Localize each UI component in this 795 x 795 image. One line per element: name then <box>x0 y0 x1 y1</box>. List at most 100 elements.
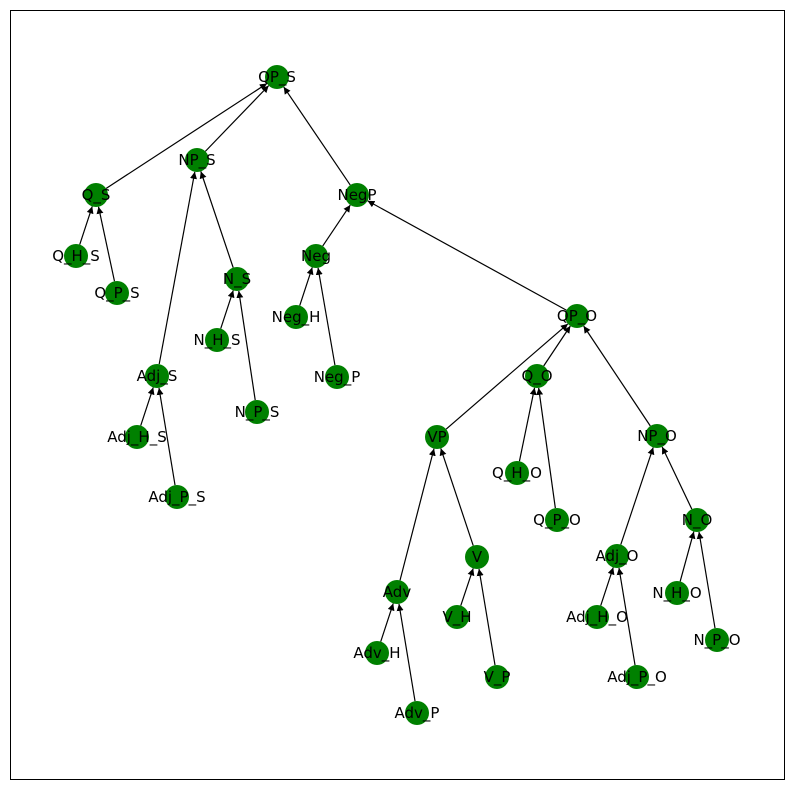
node-label-q-p-o: Q_P_O <box>533 511 581 530</box>
edge-q-h-s-to-q-s <box>79 206 94 245</box>
node-label-adj-p-o: Adj_P_O <box>607 668 667 687</box>
edge-n-p-s-to-n-s <box>236 290 256 401</box>
edge-v-h-to-v <box>460 568 475 606</box>
node-label-n-s: N_S <box>223 270 251 289</box>
node-label-np-o: NP_O <box>637 427 677 446</box>
node-label-n-h-s: N_H_S <box>193 331 240 350</box>
node-adj-p-s <box>165 485 189 509</box>
node-neg-p <box>325 365 349 389</box>
node-label-n-p-o: N_P_O <box>693 631 740 650</box>
node-v <box>465 545 489 569</box>
edge-np-o-to-qp-o <box>583 325 651 427</box>
node-q-h-s <box>64 244 88 268</box>
node-negp <box>345 183 369 207</box>
node-label-q-o: Q_O <box>521 367 552 386</box>
edge-q-h-o-to-q-o <box>518 387 537 462</box>
node-q-p-s <box>105 281 129 305</box>
edge-qp-o-to-negp <box>367 200 567 311</box>
node-label-adj-s: Adj_S <box>137 367 178 386</box>
node-neg <box>304 244 328 268</box>
node-v-p <box>485 665 509 689</box>
edge-n-h-s-to-n-s <box>220 290 235 329</box>
node-q-h-o <box>505 461 529 485</box>
node-label-vp: VP <box>427 428 446 446</box>
node-n-h-o <box>665 581 689 605</box>
node-label-v: V <box>472 548 483 566</box>
node-adj-p-o <box>625 665 649 689</box>
node-adj-h-o <box>585 605 609 629</box>
node-np-o <box>645 424 669 448</box>
edges-layer <box>79 83 716 702</box>
node-v-h <box>445 605 469 629</box>
edge-n-o-to-np-o <box>661 446 693 510</box>
node-label-q-p-s: Q_P_S <box>94 284 139 303</box>
edge-adj-p-s-to-adj-s <box>156 387 176 486</box>
edge-adj-s-to-np-s <box>158 171 197 365</box>
node-label-n-p-s: N_P_S <box>235 403 280 422</box>
edge-adj-h-s-to-adj-s <box>140 387 155 426</box>
node-label-neg-p: Neg_P <box>314 368 361 387</box>
edge-vp-to-qp-o <box>445 323 569 430</box>
edge-adv-to-vp <box>399 448 436 581</box>
node-qp-s <box>265 65 289 89</box>
node-label-n-h-o: N_H_O <box>652 584 701 603</box>
edge-neg-h-to-neg <box>299 267 314 306</box>
edge-n-s-to-np-s <box>199 171 234 268</box>
edge-np-s-to-qp-s <box>204 85 270 152</box>
node-np-s <box>185 148 209 172</box>
node-label-q-h-o: Q_H_O <box>492 464 542 483</box>
node-adv <box>385 580 409 604</box>
edge-v-to-vp <box>439 448 474 546</box>
node-label-v-p: V_P <box>484 668 511 687</box>
edge-adj-o-to-np-o <box>620 447 655 545</box>
node-adj-h-s <box>125 425 149 449</box>
edge-negp-to-qp-s <box>283 86 351 186</box>
edge-adv-h-to-adv <box>380 603 395 642</box>
node-label-neg-h: Neg_H <box>272 308 321 327</box>
node-label-qp-s: QP_S <box>258 68 296 87</box>
node-label-q-h-s: Q_H_S <box>52 247 100 266</box>
node-label-neg: Neg <box>301 247 331 265</box>
node-label-n-o: N_O <box>682 511 713 530</box>
edge-adv-p-to-adv <box>396 603 416 702</box>
node-q-o <box>525 364 549 388</box>
node-neg-h <box>284 305 308 329</box>
edge-adj-p-o-to-adj-o <box>616 567 636 666</box>
edge-neg-to-negp <box>322 204 351 247</box>
node-n-p-s <box>245 400 269 424</box>
node-label-adj-h-s: Adj_H_S <box>107 428 167 447</box>
nodes-layer <box>64 65 729 725</box>
node-label-adj-o: Adj_O <box>596 547 639 566</box>
node-q-s <box>84 183 108 207</box>
edge-q-o-to-qp-o <box>543 325 571 367</box>
node-label-adv: Adv <box>383 583 412 601</box>
edge-adj-h-o-to-adj-o <box>600 567 615 606</box>
node-label-adj-p-s: Adj_P_S <box>148 488 205 507</box>
edge-q-s-to-qp-s <box>105 83 268 189</box>
edge-neg-p-to-neg <box>315 267 336 366</box>
node-n-h-s <box>205 328 229 352</box>
node-label-adv-p: Adv_P <box>395 704 440 723</box>
node-label-qp-o: QP_O <box>557 307 597 326</box>
node-label-adv-h: Adv_H <box>353 644 400 663</box>
node-label-q-s: Q_S <box>82 186 111 205</box>
edge-v-p-to-v <box>476 568 496 666</box>
node-q-p-o <box>545 508 569 532</box>
edge-q-p-s-to-q-s <box>96 206 116 282</box>
node-adj-s <box>145 364 169 388</box>
edge-q-p-o-to-q-o <box>536 387 556 509</box>
node-label-np-s: NP_S <box>178 151 215 170</box>
node-n-p-o <box>705 628 729 652</box>
node-n-s <box>225 267 249 291</box>
node-adv-p <box>405 701 429 725</box>
node-qp-o <box>565 304 589 328</box>
node-adj-o <box>605 544 629 568</box>
node-vp <box>425 425 449 449</box>
node-label-v-h: V_H <box>442 608 471 627</box>
edge-n-h-o-to-n-o <box>679 531 696 582</box>
node-adv-h <box>365 641 389 665</box>
node-label-negp: NegP <box>337 186 376 204</box>
